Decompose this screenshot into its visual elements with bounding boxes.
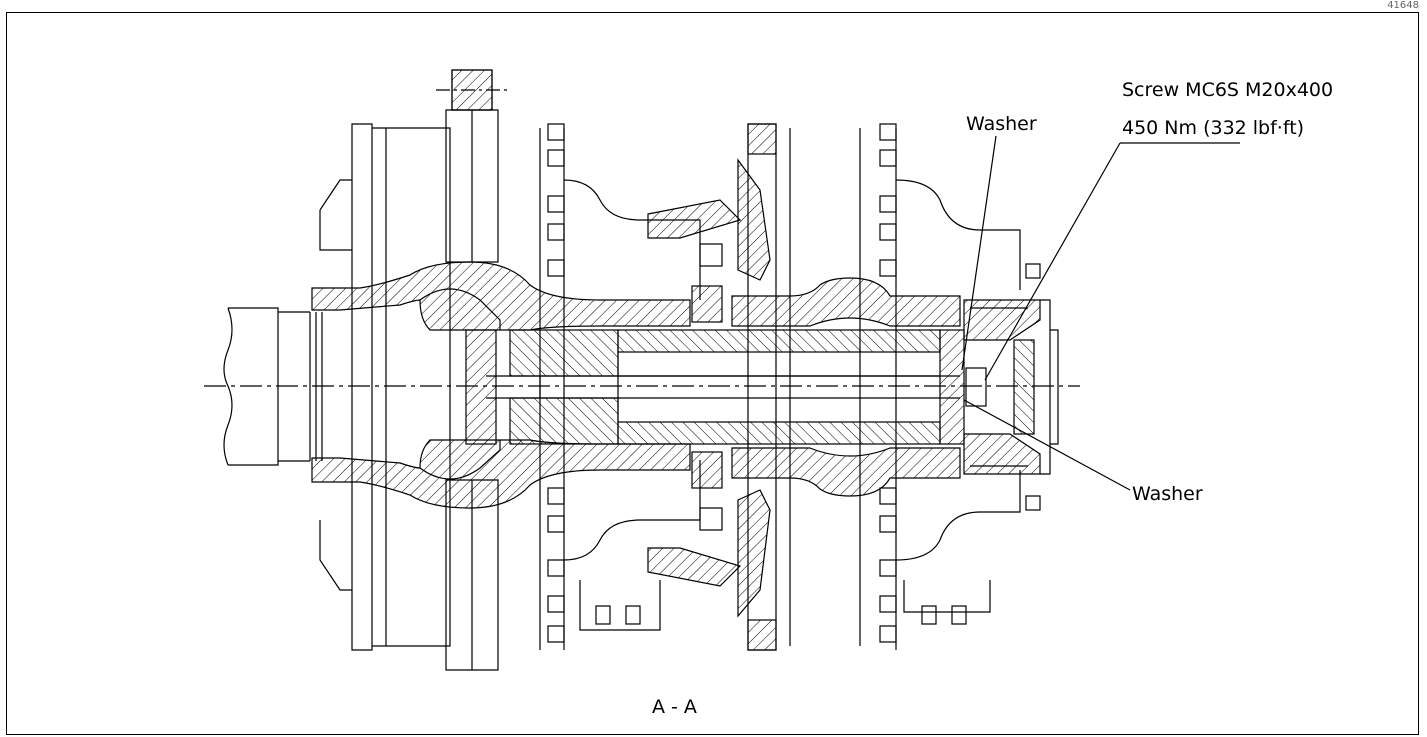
labels: Screw MC6S M20x400 450 Nm (332 lbf·ft) W… xyxy=(652,79,1333,718)
right-end-housing xyxy=(895,179,1021,625)
document-id: 41648 xyxy=(1387,0,1419,11)
section-label: A - A xyxy=(652,696,697,718)
sun-shaft-lower xyxy=(509,397,619,445)
bolt-column-left xyxy=(539,123,565,650)
washer-top-label: Washer xyxy=(966,113,1037,135)
sun-shaft-upper xyxy=(509,329,619,377)
left-hub-upper-section xyxy=(311,261,691,331)
left-shaft xyxy=(223,307,323,466)
inner-bore xyxy=(419,288,501,480)
right-hub-upper-section xyxy=(731,277,961,327)
drawing-frame xyxy=(6,12,1419,735)
left-housing xyxy=(319,123,451,651)
right-hub-lower-section xyxy=(731,447,961,497)
screw-callout-line2: 450 Nm (332 lbf·ft) xyxy=(1122,117,1304,139)
end-cap xyxy=(963,263,1059,511)
washer-bottom-leader xyxy=(963,399,1131,491)
right-housing xyxy=(737,123,861,651)
ring-gear xyxy=(436,69,510,671)
washer-top-leader xyxy=(961,135,997,371)
seal-carrier xyxy=(647,199,742,587)
screw-callout-line1: Screw MC6S M20x400 xyxy=(1122,79,1333,101)
left-hub-housing xyxy=(563,179,701,631)
washer-bottom-label: Washer xyxy=(1132,483,1203,505)
bolt-column-right xyxy=(879,123,897,650)
left-hub-lower-section xyxy=(311,439,691,509)
through-bolt xyxy=(486,352,960,422)
